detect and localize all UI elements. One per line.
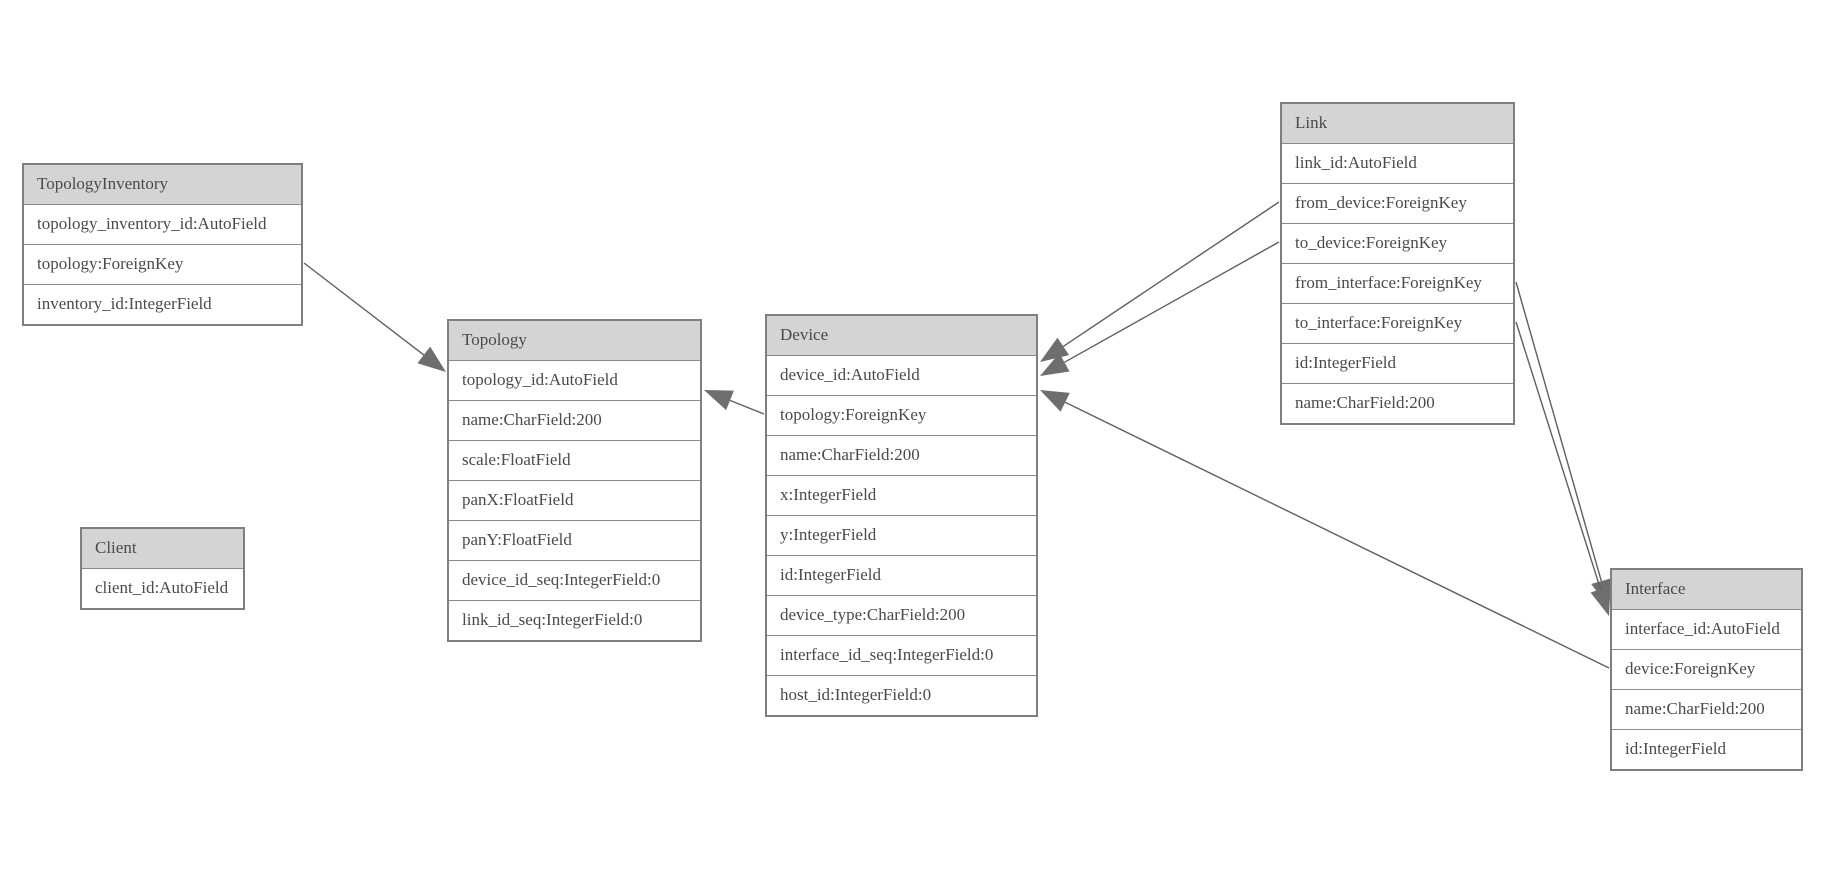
edge-topologyinventory-topology-to-topology (303, 262, 425, 356)
arrowhead-icon (1590, 586, 1611, 616)
edge-interface-device-to-device (1064, 401, 1610, 669)
edge-link-from_device-to-device (1062, 201, 1280, 348)
entity-interface-field-id: id:IntegerField (1612, 729, 1801, 769)
entity-client-field-client-id: client_id:AutoField (82, 568, 243, 608)
entity-link-field-name: name:CharField:200 (1282, 383, 1513, 423)
entity-link-field-to-device: to_device:ForeignKey (1282, 223, 1513, 263)
entity-link-field-to-interface: to_interface:ForeignKey (1282, 303, 1513, 343)
entity-link-field-from-interface: from_interface:ForeignKey (1282, 263, 1513, 303)
entity-topology-field-name: name:CharField:200 (449, 400, 700, 440)
entity-topologyinventory-field-topology: topology:ForeignKey (24, 244, 301, 284)
entity-topology-field-link-id-seq: link_id_seq:IntegerField:0 (449, 600, 700, 640)
entity-link-field-from-device: from_device:ForeignKey (1282, 183, 1513, 223)
entity-topologyinventory-field-topology-inventory-id: topology_inventory_id:AutoField (24, 204, 301, 244)
edge-link-to_device-to-device (1064, 241, 1280, 363)
edge-link-to_interface-to-interface (1515, 321, 1602, 590)
entity-link-title: Link (1282, 104, 1513, 143)
entity-topologyinventory-title: TopologyInventory (24, 165, 301, 204)
arrowhead-icon (1040, 390, 1070, 412)
entity-device-field-y: y:IntegerField (767, 515, 1036, 555)
entity-client-title: Client (82, 529, 243, 568)
entity-interface-field-interface-id: interface_id:AutoField (1612, 609, 1801, 649)
entity-topology-field-scale: scale:FloatField (449, 440, 700, 480)
arrowhead-icon (1591, 578, 1612, 608)
edge-link-from_interface-to-interface (1515, 281, 1602, 582)
arrowhead-icon (417, 346, 446, 372)
entity-device-field-id: id:IntegerField (767, 555, 1036, 595)
entity-device-field-x: x:IntegerField (767, 475, 1036, 515)
entity-topologyinventory-field-inventory-id: inventory_id:IntegerField (24, 284, 301, 324)
entity-link-field-id: id:IntegerField (1282, 343, 1513, 383)
entity-topology-field-device-id-seq: device_id_seq:IntegerField:0 (449, 560, 700, 600)
entity-device-field-interface-id-seq: interface_id_seq:IntegerField:0 (767, 635, 1036, 675)
arrowhead-icon (1040, 353, 1070, 376)
entity-topology-field-panx: panX:FloatField (449, 480, 700, 520)
entity-interface-field-name: name:CharField:200 (1612, 689, 1801, 729)
entity-device-field-device-id: device_id:AutoField (767, 355, 1036, 395)
entity-topology-field-pany: panY:FloatField (449, 520, 700, 560)
arrowhead-icon (1040, 337, 1070, 362)
entity-link-field-link-id: link_id:AutoField (1282, 143, 1513, 183)
edge-device-topology-to-topology (729, 399, 765, 415)
arrowhead-icon (704, 390, 734, 411)
entity-device-title: Device (767, 316, 1036, 355)
entity-topology-field-topology-id: topology_id:AutoField (449, 360, 700, 400)
entity-topology-title: Topology (449, 321, 700, 360)
entity-interface-field-device: device:ForeignKey (1612, 649, 1801, 689)
entity-device-field-device-type: device_type:CharField:200 (767, 595, 1036, 635)
entity-device-field-host-id: host_id:IntegerField:0 (767, 675, 1036, 715)
entity-interface-title: Interface (1612, 570, 1801, 609)
entity-device-field-name: name:CharField:200 (767, 435, 1036, 475)
entity-device-field-topology: topology:ForeignKey (767, 395, 1036, 435)
